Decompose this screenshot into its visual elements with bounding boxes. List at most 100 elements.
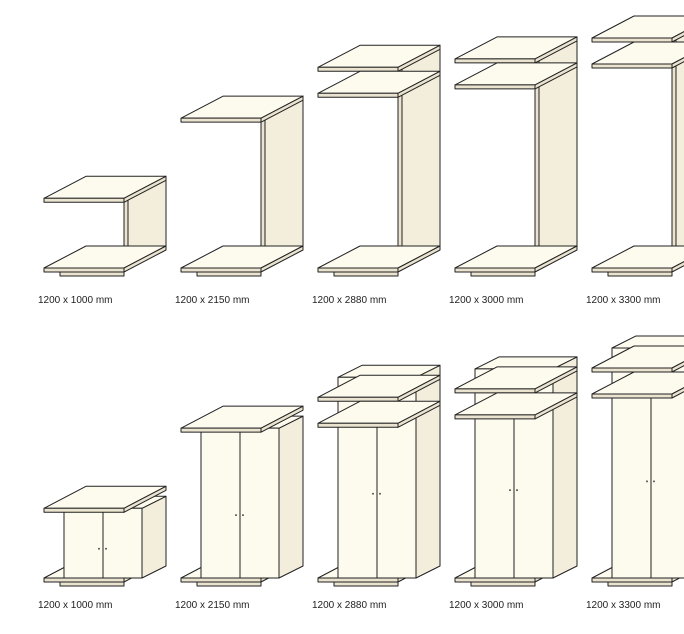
size-label: 1200 x 3000 mm (449, 600, 524, 611)
size-label: 1200 x 1000 mm (38, 600, 113, 611)
cabinet-unit-2-2 (180, 405, 304, 587)
bottom-shelf-edge (317, 577, 399, 583)
mid-shelf-edge (591, 393, 673, 399)
upper-shelf-edge (317, 396, 399, 402)
size-label: 1200 x 3000 mm (449, 295, 524, 306)
upper-shelf-top (591, 345, 684, 369)
mid-shelf-edge (454, 414, 536, 420)
mid-shelf-side-edge (671, 387, 684, 399)
bottom-shelf-side-edge (534, 245, 578, 273)
top-shelf-edge (317, 66, 399, 72)
bottom-shelf-edge (180, 267, 262, 273)
cabinet-unit-1-3 (317, 44, 441, 277)
upper-shelf-side-edge (671, 57, 684, 69)
size-label: 1200 x 2150 mm (175, 295, 250, 306)
cabinet-unit-2-4 (454, 356, 578, 587)
plinth (196, 271, 262, 277)
door-knob (516, 489, 518, 492)
top-shelf-edge (180, 117, 262, 123)
plinth (59, 271, 125, 277)
cabinet-unit-2-3 (317, 364, 441, 587)
upper-shelf-side-edge (534, 62, 578, 90)
cabinet-side (141, 495, 167, 579)
plinth (470, 581, 536, 587)
cabinet-side (278, 415, 304, 579)
top-shelf-side-edge (260, 95, 304, 123)
cabinet-unit-2-5 (591, 335, 684, 587)
top-shelf-side-edge (534, 36, 578, 64)
plinth (196, 581, 262, 587)
bottom-shelf-edge (43, 267, 125, 273)
top-shelf-edge (43, 197, 125, 203)
bottom-shelf-edge (43, 577, 125, 583)
bottom-shelf-edge (454, 267, 536, 273)
cabinet-side (552, 356, 578, 579)
side-panel-edge (671, 37, 677, 269)
mid-shelf-side-edge (534, 392, 578, 420)
top-shelf-edge (591, 37, 673, 43)
cabinet-side (415, 364, 441, 579)
bottom-shelf-edge (317, 267, 399, 273)
side-panel-edge (534, 58, 540, 269)
top-shelf-edge (43, 507, 125, 513)
size-label: 1200 x 3300 mm (586, 295, 661, 306)
upper-shelf-side-edge (397, 374, 441, 402)
upper-shelf-side-edge (534, 366, 578, 394)
upper-shelf-edge (454, 84, 536, 90)
side-panel (260, 95, 304, 269)
upper-shelf-edge (454, 388, 536, 394)
top-shelf-edge (180, 427, 262, 433)
upper-shelf-edge (591, 63, 673, 69)
bottom-shelf-edge (591, 577, 673, 583)
size-label: 1200 x 1000 mm (38, 295, 113, 306)
bottom-shelf-side-edge (123, 245, 167, 273)
top-shelf-side-edge (397, 44, 441, 72)
plinth (333, 581, 399, 587)
cabinet-unit-1-5 (591, 15, 684, 277)
size-label: 1200 x 3300 mm (586, 600, 661, 611)
size-label: 1200 x 2880 mm (312, 600, 387, 611)
plinth (607, 581, 673, 587)
plinth (333, 271, 399, 277)
plinth (470, 271, 536, 277)
plinth (607, 271, 673, 277)
bottom-shelf-edge (454, 577, 536, 583)
door-knob (646, 480, 648, 483)
upper-shelf-edge (317, 92, 399, 98)
top-shelf-side-edge (123, 485, 167, 513)
cabinet-unit-1-1 (43, 175, 167, 277)
upper-shelf-side-edge (671, 361, 684, 373)
mid-shelf-top (591, 371, 684, 395)
upper-shelf-side-edge (397, 70, 441, 98)
door-knob (98, 547, 100, 550)
door-knob (379, 492, 381, 495)
bottom-shelf-side-edge (397, 245, 441, 273)
upper-shelf-top (591, 41, 684, 65)
plinth (59, 581, 125, 587)
bottom-shelf-edge (180, 577, 262, 583)
top-shelf-side-edge (671, 31, 684, 43)
door-knob (653, 480, 655, 483)
cabinet-unit-1-2 (180, 95, 304, 277)
mid-shelf-edge (317, 422, 399, 428)
bottom-shelf-edge (591, 267, 673, 273)
door-knob (509, 489, 511, 492)
top-shelf-side-edge (123, 175, 167, 203)
bottom-shelf-side-edge (260, 245, 304, 273)
door-knob (242, 514, 244, 517)
cabinet-unit-2-1 (43, 485, 167, 587)
door-knob (105, 547, 107, 550)
mid-shelf-side-edge (397, 400, 441, 428)
door-knob (235, 514, 237, 517)
upper-shelf-edge (591, 367, 673, 373)
cabinet-unit-1-4 (454, 36, 578, 277)
bottom-shelf-side-edge (671, 261, 684, 273)
size-label: 1200 x 2880 mm (312, 295, 387, 306)
top-shelf-top (591, 15, 684, 39)
top-shelf-edge (454, 58, 536, 64)
size-label: 1200 x 2150 mm (175, 600, 250, 611)
bottom-shelf-top (591, 245, 684, 269)
top-shelf-side-edge (260, 405, 304, 433)
